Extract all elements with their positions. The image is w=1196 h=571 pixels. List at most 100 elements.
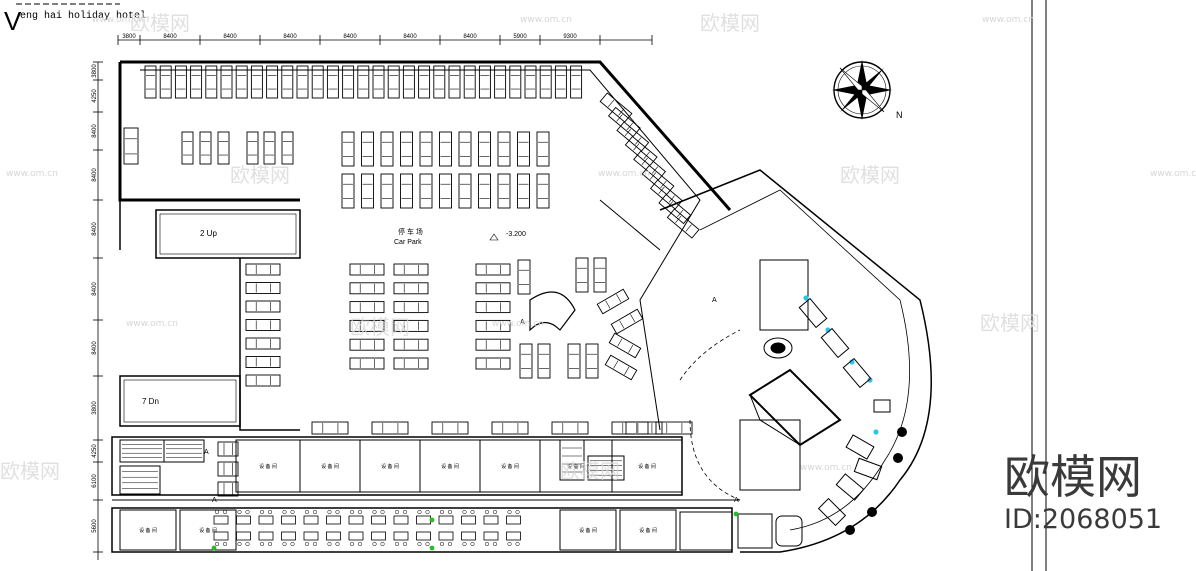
- dining-table: [461, 515, 476, 525]
- parking-stall: [575, 257, 589, 293]
- parking-stall: [380, 131, 394, 167]
- dining-table: [461, 531, 476, 541]
- car-shape: [625, 421, 663, 435]
- parking-stall: [357, 65, 370, 99]
- dim-label: 3800: [92, 401, 98, 415]
- chair: [237, 509, 242, 515]
- car-shape: [570, 65, 583, 99]
- dim-label: 8400: [92, 222, 98, 236]
- dining-table: [213, 531, 229, 541]
- parking-stall: [400, 173, 413, 209]
- watermark-site: www.om.cn: [800, 463, 852, 473]
- car-shape: [431, 421, 469, 435]
- parking-stall: [596, 288, 630, 315]
- car-shape: [458, 131, 472, 167]
- parking-stall: [342, 65, 355, 99]
- chair: [304, 541, 310, 547]
- car-shape: [123, 127, 139, 165]
- car-shape: [250, 65, 263, 99]
- parking-stall: [439, 131, 452, 167]
- car-shape: [357, 65, 370, 99]
- parking-stall: [393, 263, 429, 276]
- watermark-site: www.om.cn: [598, 169, 650, 179]
- chair: [425, 541, 430, 547]
- parking-stall: [349, 338, 385, 351]
- car-shape: [144, 65, 157, 99]
- parking-stall: [123, 127, 139, 165]
- car-shape: [418, 65, 431, 99]
- car-shape: [400, 131, 413, 167]
- parking-stall: [393, 357, 429, 370]
- car-shape: [393, 301, 429, 314]
- car-shape: [217, 461, 239, 477]
- dining-table: [303, 515, 319, 525]
- cyan-marker: [873, 429, 879, 435]
- left-dimension-chain: 3800425084008400840084008400380042506100…: [92, 61, 103, 560]
- chair: [222, 541, 228, 547]
- chair: [507, 541, 512, 547]
- watermark-site: www.om.cn: [520, 15, 572, 25]
- chair: [394, 541, 400, 547]
- car-shape: [494, 65, 507, 99]
- north-label: N: [896, 110, 903, 120]
- chair: [335, 509, 340, 515]
- parking-stall: [387, 65, 400, 99]
- curved-wing-furniture: [798, 297, 891, 527]
- car-shape: [439, 173, 452, 209]
- dim-label: 8400: [92, 124, 98, 138]
- room-label: 设 备 间: [579, 527, 597, 534]
- dim-label: 8400: [163, 34, 177, 40]
- car-shape: [245, 374, 281, 387]
- dining-table: [236, 515, 251, 525]
- dim-label: 8400: [92, 282, 98, 296]
- parking-stall: [478, 173, 491, 209]
- parking-stall: [220, 65, 233, 99]
- watermark-site: www.om.cn: [6, 169, 58, 179]
- parking-stall: [245, 263, 281, 276]
- chair: [335, 541, 340, 547]
- cyan-marker: [803, 295, 809, 301]
- parking-stall: [393, 282, 429, 295]
- room-label: 设 备 间: [321, 463, 339, 470]
- chair: [372, 541, 377, 547]
- car-shape: [604, 354, 638, 381]
- title-block: V eng hai holiday hotel: [4, 3, 146, 36]
- car-shape: [266, 65, 279, 99]
- car-shape: [475, 338, 511, 351]
- parking-stall: [217, 481, 239, 497]
- car-shape: [575, 257, 589, 293]
- car-shape: [372, 65, 385, 99]
- chair: [439, 509, 445, 515]
- chair: [290, 541, 295, 547]
- green-marker: [211, 545, 217, 551]
- room: [737, 513, 773, 549]
- car-shape: [419, 131, 433, 167]
- chair: [304, 509, 310, 515]
- car-shape: [190, 65, 203, 99]
- room-label: 设 备 间: [639, 527, 657, 534]
- parking-stall: [458, 173, 472, 209]
- car-windshield: [633, 143, 640, 151]
- car-shape: [245, 263, 281, 276]
- chair: [515, 509, 520, 515]
- parking-stall: [349, 263, 385, 276]
- car-shape: [326, 65, 339, 99]
- car-shape: [341, 173, 355, 209]
- car-shape: [245, 337, 281, 350]
- room-label: 设 备 间: [259, 463, 277, 470]
- parking-stall: [567, 343, 581, 379]
- room-label: 设 备 间: [441, 463, 459, 470]
- chair: [515, 541, 520, 547]
- dining-table: [303, 531, 319, 541]
- service-core: [163, 439, 205, 463]
- car-shape: [387, 65, 400, 99]
- dining-table: [371, 515, 386, 525]
- parking-stall: [439, 173, 452, 209]
- car-shape: [245, 282, 281, 294]
- car-shape: [519, 343, 533, 379]
- parking-stall: [554, 65, 567, 99]
- parking-stall: [349, 357, 385, 370]
- car-shape: [361, 173, 374, 209]
- mark-a: A: [712, 297, 717, 304]
- car-windshield: [624, 128, 632, 137]
